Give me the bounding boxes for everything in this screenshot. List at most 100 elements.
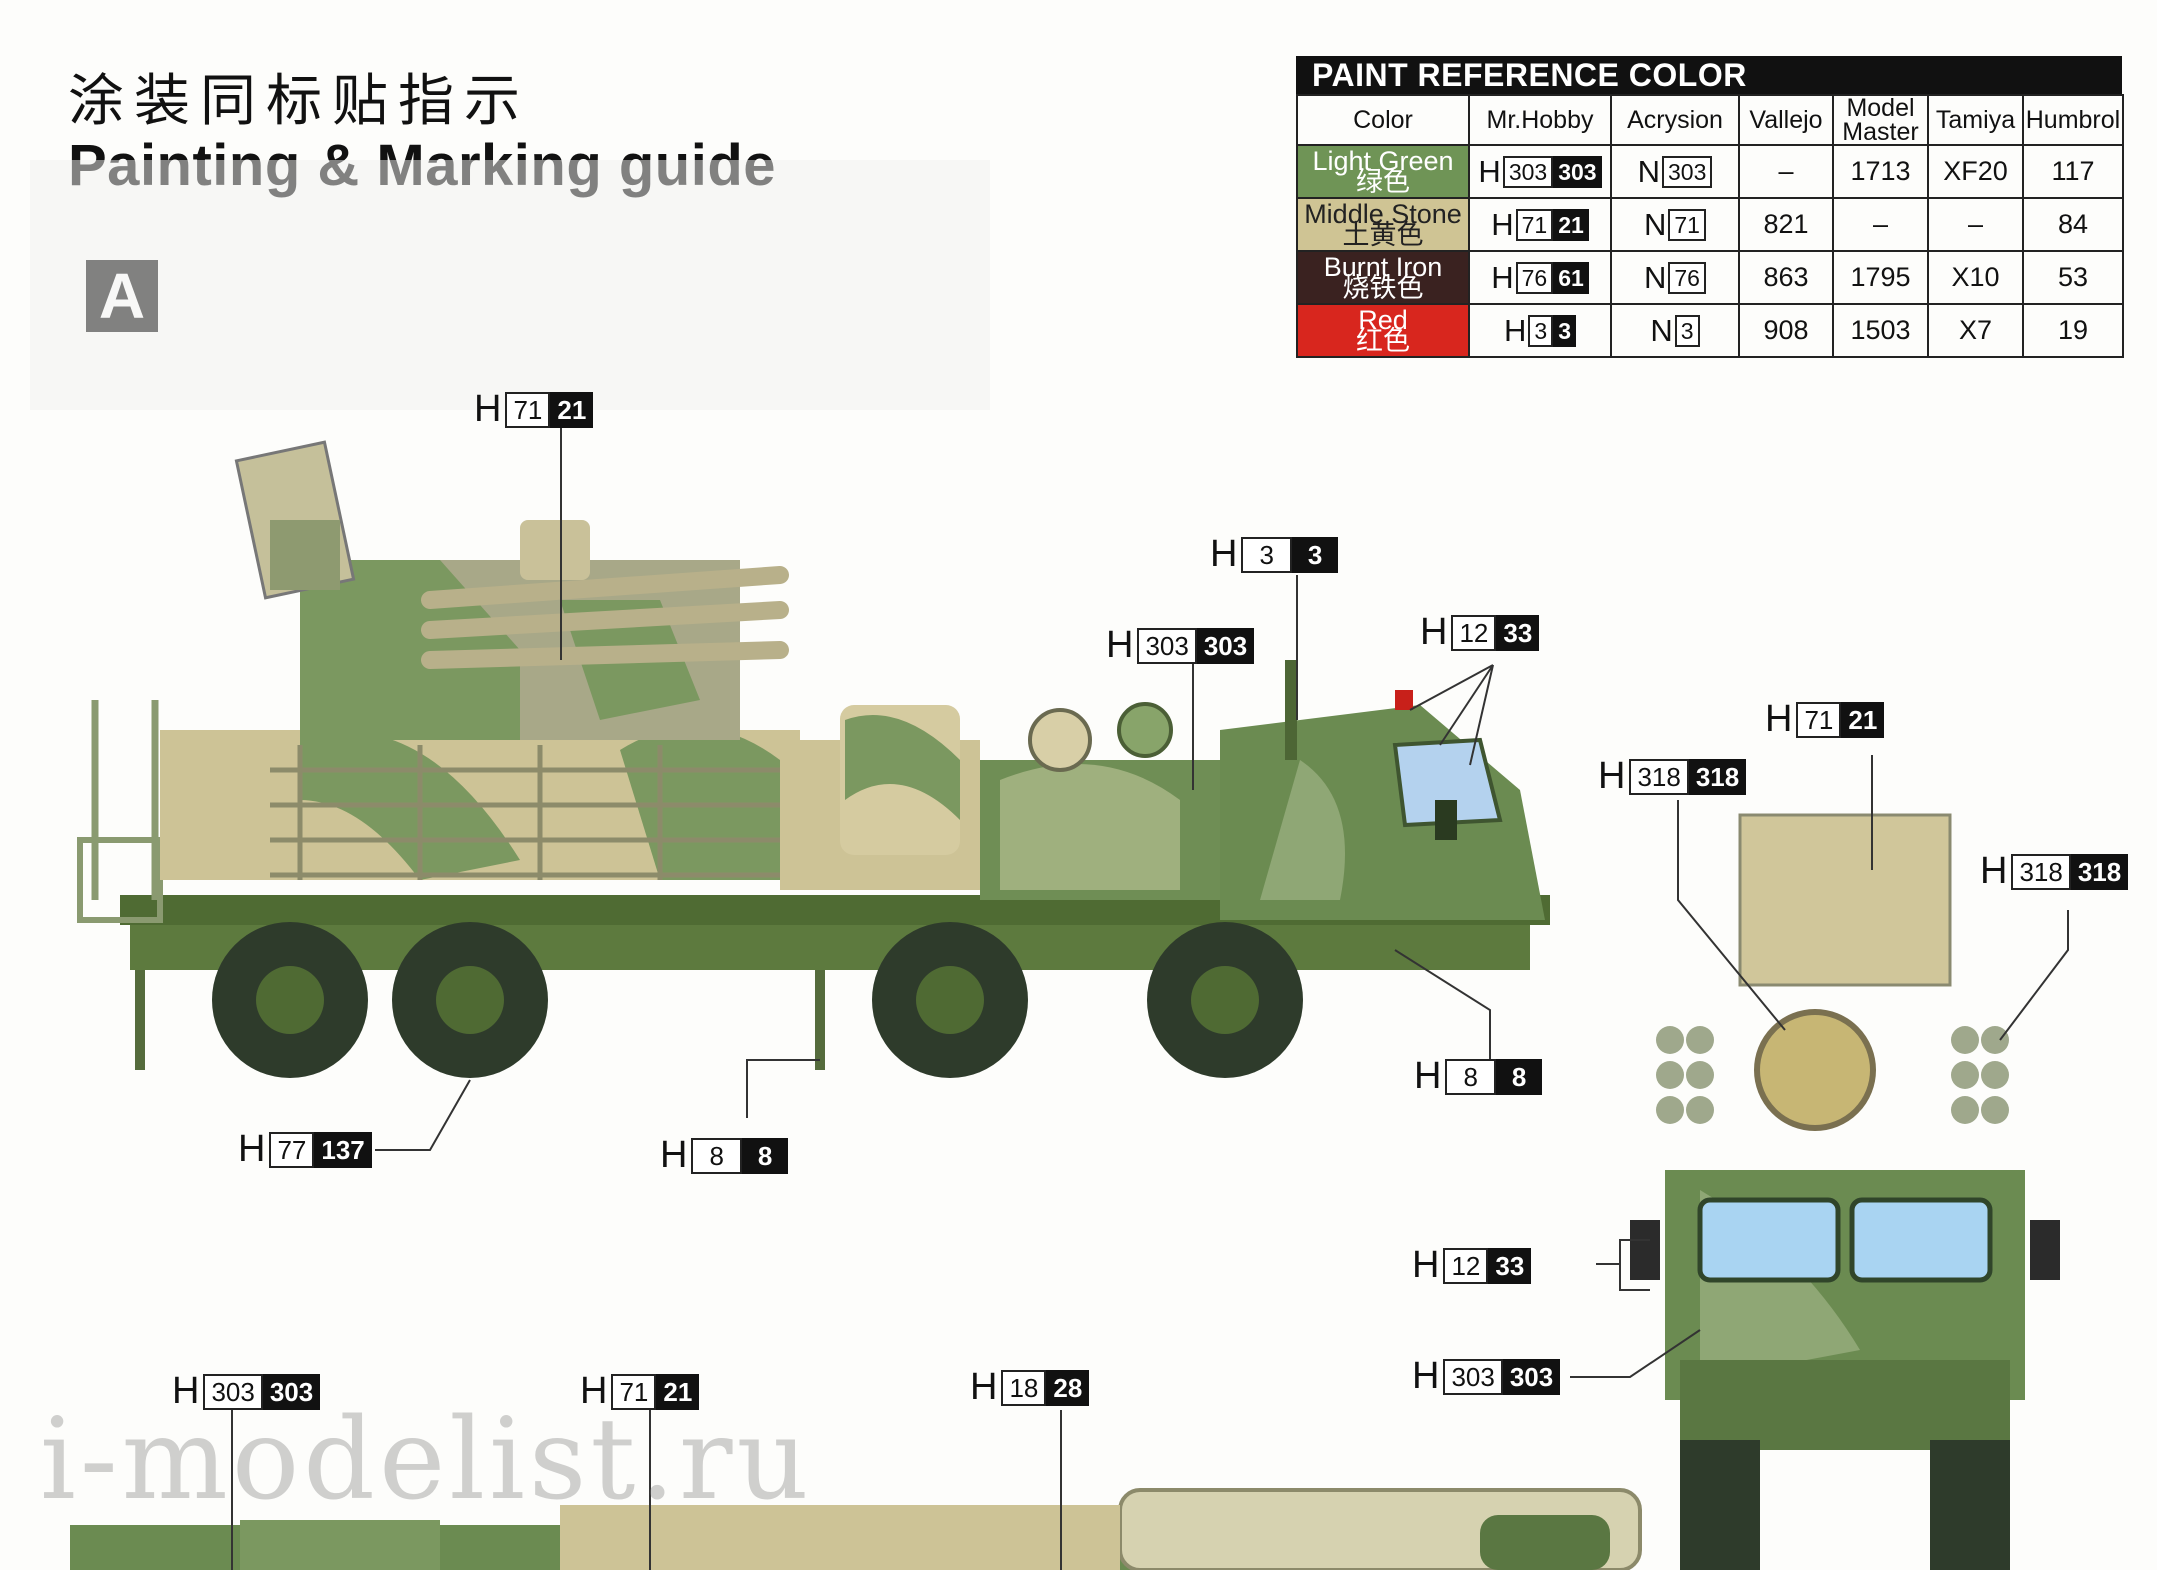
callout-h8-8-cab-step: H 8 8: [1414, 1055, 1543, 1098]
acry-code: 3: [1674, 314, 1700, 347]
vallejo-cell: 908: [1738, 303, 1834, 358]
callout-leader-lines: [231, 425, 2069, 1570]
paint-table-header-row: Color Mr.Hobby Acrysion Vallejo Model Ma…: [1296, 94, 2124, 146]
callout-h77-137-tires: H 77 137: [238, 1128, 372, 1171]
callout-prefix: H: [1412, 1355, 1440, 1397]
hobby-code-bold: 21: [1553, 208, 1589, 241]
callout-h18-28-top-view: H 18 28: [970, 1366, 1090, 1409]
callout-prefix: H: [474, 388, 502, 430]
acry-prefix: N: [1650, 312, 1673, 348]
model-master-cell: 1713: [1832, 144, 1929, 199]
acry-prefix: N: [1644, 206, 1667, 242]
hobby-prefix: H: [1504, 312, 1527, 348]
callout-code-bold: 303: [1196, 627, 1255, 664]
callout-code: 303: [1137, 627, 1197, 664]
callout-prefix: H: [1980, 850, 2008, 892]
hobby-prefix: H: [1491, 259, 1514, 295]
callout-code: 8: [691, 1137, 742, 1174]
callout-h318-318-left: H 318 318: [1598, 755, 1747, 798]
acry-code: 76: [1668, 261, 1706, 294]
callout-code: 71: [611, 1373, 657, 1410]
callout-code-bold: 21: [550, 391, 594, 428]
humbrol-cell: 19: [2022, 303, 2124, 358]
model-master-cell: 1503: [1832, 303, 1929, 358]
callout-code-bold: 3: [1291, 536, 1339, 573]
callout-code-bold: 33: [1496, 614, 1540, 651]
hobby-code-bold: 61: [1553, 261, 1589, 294]
callout-h71-21-turret: H 71 21: [474, 388, 594, 431]
tamiya-cell: X7: [1927, 303, 2024, 358]
humbrol-cell: 84: [2022, 197, 2124, 252]
callout-h303-303-engine: H 303 303: [1106, 624, 1255, 667]
callout-prefix: H: [172, 1370, 200, 1412]
callout-code: 8: [1445, 1058, 1496, 1095]
tamiya-cell: –: [1927, 197, 2024, 252]
hobby-code: 303: [1502, 155, 1554, 188]
callout-code-bold: 137: [314, 1131, 372, 1168]
callout-h71-21-front-radar: H 71 21: [1765, 698, 1885, 741]
hobby-code: 3: [1528, 314, 1554, 347]
callout-prefix: H: [1106, 624, 1134, 666]
tamiya-cell: XF20: [1927, 144, 2024, 199]
paint-reference-table: PAINT REFERENCE COLOR Color Mr.Hobby Acr…: [1296, 56, 2124, 358]
callout-code-bold: 21: [1841, 701, 1885, 738]
callout-prefix: H: [1210, 533, 1238, 575]
col-header-mr-hobby: Mr.Hobby: [1468, 94, 1612, 146]
callout-prefix: H: [238, 1128, 266, 1170]
color-name: Burnt Iron: [1323, 251, 1443, 282]
callout-code-bold: 318: [2070, 853, 2129, 890]
vallejo-cell: 821: [1738, 197, 1834, 252]
callout-prefix: H: [1414, 1055, 1442, 1097]
top-view-vehicle: [70, 1488, 1642, 1570]
callout-code: 12: [1443, 1247, 1489, 1284]
paint-table-title: PAINT REFERENCE COLOR: [1296, 56, 2122, 94]
color-name: Middle Stone: [1304, 198, 1462, 229]
color-name-cn: 红色: [1356, 325, 1410, 356]
hobby-code: 71: [1515, 208, 1554, 241]
humbrol-cell: 53: [2022, 250, 2124, 305]
callout-h3-3-red-light: H 3 3: [1210, 533, 1339, 576]
page-title-chinese: 涂装同标贴指示: [68, 69, 530, 134]
vallejo-cell: –: [1738, 144, 1834, 199]
acry-code: 303: [1662, 155, 1713, 188]
color-name: Light Green: [1312, 145, 1454, 176]
model-master-cell: –: [1832, 197, 1929, 252]
callout-code-bold: 33: [1488, 1247, 1532, 1284]
front-view-vehicle: [1630, 813, 2060, 1570]
side-view-vehicle: [77, 440, 1550, 1078]
col-header-tamiya: Tamiya: [1927, 94, 2024, 146]
col-header-humbrol: Humbrol: [2022, 94, 2124, 146]
callout-code: 18: [1001, 1369, 1047, 1406]
callout-code: 303: [1443, 1358, 1503, 1395]
callout-code: 71: [505, 391, 551, 428]
color-name-cn: 土黄色: [1342, 219, 1424, 250]
callout-prefix: H: [1765, 698, 1793, 740]
callout-h8-8-outrigger: H 8 8: [660, 1134, 789, 1177]
callout-h318-318-right: H 318 318: [1980, 850, 2129, 893]
col-header-vallejo: Vallejo: [1738, 94, 1834, 146]
tamiya-cell: X10: [1927, 250, 2024, 305]
callout-code: 318: [2011, 853, 2071, 890]
callout-h71-21-top-view: H 71 21: [580, 1370, 700, 1413]
humbrol-cell: 117: [2022, 144, 2124, 199]
color-name-cn: 绿色: [1356, 166, 1410, 197]
callout-prefix: H: [660, 1134, 688, 1176]
callout-code-bold: 318: [1688, 758, 1747, 795]
callout-prefix: H: [970, 1366, 998, 1408]
callout-prefix: H: [580, 1370, 608, 1412]
callout-code-bold: 303: [262, 1373, 321, 1410]
color-name-cn: 烧铁色: [1342, 272, 1424, 303]
col-header-color: Color: [1296, 94, 1470, 146]
col-header-acrysion: Acrysion: [1610, 94, 1740, 146]
model-master-cell: 1795: [1832, 250, 1929, 305]
